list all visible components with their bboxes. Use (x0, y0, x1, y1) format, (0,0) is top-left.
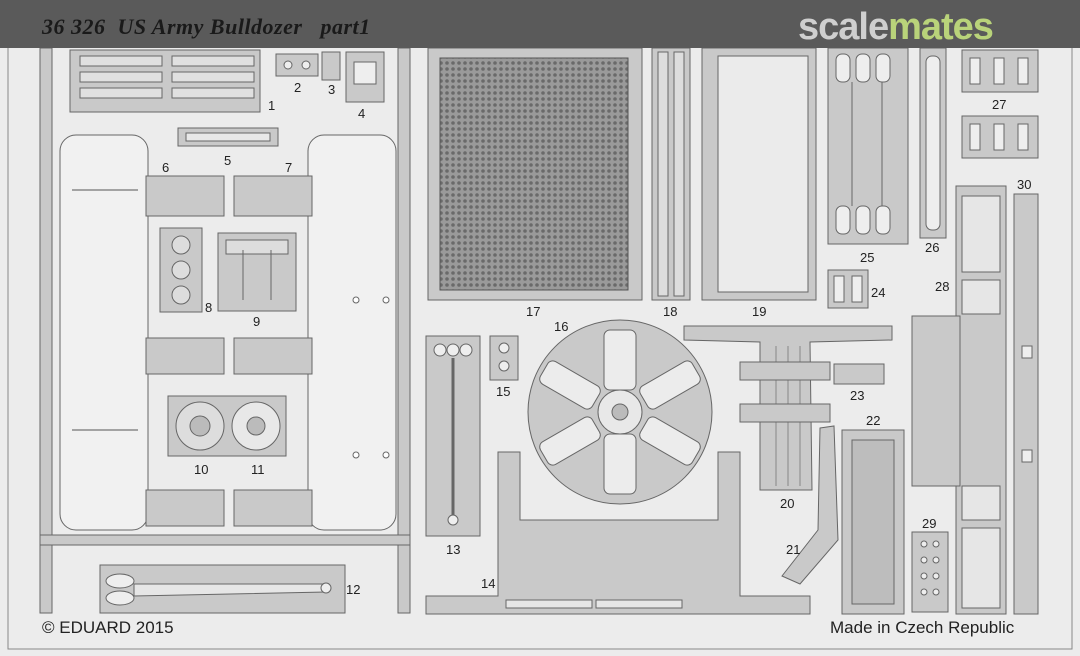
part-20 (683, 325, 893, 491)
part-2 (275, 53, 319, 77)
part-4 (345, 51, 385, 103)
part-16-fan (527, 319, 713, 505)
label-11: 11 (251, 462, 265, 477)
label-7: 7 (285, 160, 292, 175)
fret-rail-bottom (39, 534, 411, 546)
label-13: 13 (446, 542, 460, 557)
label-17: 17 (526, 304, 540, 319)
logo-text-mates: mates (888, 6, 994, 48)
logo-text-scale: scale (798, 6, 889, 48)
part-25 (827, 47, 909, 245)
part-12 (99, 564, 346, 614)
label-21: 21 (786, 542, 800, 557)
part-8 (159, 227, 203, 313)
label-16: 16 (554, 319, 568, 334)
part-11 (231, 401, 281, 451)
label-6: 6 (162, 160, 169, 175)
sheet-title: 36 326 US Army Bulldozer part1 (42, 14, 371, 39)
label-23: 23 (850, 388, 864, 403)
label-18: 18 (663, 304, 677, 319)
part-26 (919, 47, 947, 239)
large-panel-left (59, 134, 149, 531)
label-5: 5 (224, 153, 231, 168)
label-9: 9 (253, 314, 260, 329)
label-22: 22 (866, 413, 880, 428)
part-17-mesh-grille (427, 47, 643, 301)
label-4: 4 (358, 106, 365, 121)
part-19 (701, 47, 817, 301)
part-27 (961, 49, 1039, 159)
label-25: 25 (860, 250, 874, 265)
part-15 (489, 335, 519, 381)
label-30: 30 (1017, 177, 1031, 192)
label-29: 29 (922, 516, 936, 531)
part-7 (233, 175, 313, 217)
label-3: 3 (328, 82, 335, 97)
part-14 (425, 451, 811, 615)
label-27: 27 (992, 97, 1006, 112)
part-21 (781, 425, 839, 585)
part-6 (145, 175, 225, 217)
label-26: 26 (925, 240, 939, 255)
copyright-text: © EDUARD 2015 (42, 618, 174, 637)
part-23 (833, 363, 885, 385)
part-29 (911, 531, 949, 613)
label-2: 2 (294, 80, 301, 95)
part-24 (827, 269, 869, 309)
part-1 (69, 49, 261, 113)
label-12: 12 (346, 582, 360, 597)
part-9 (217, 232, 297, 312)
part-number-labels: 1 2 3 4 5 6 7 8 9 10 11 12 13 14 15 16 1… (162, 80, 1031, 597)
label-10: 10 (194, 462, 208, 477)
large-panel-right (307, 134, 397, 531)
label-15: 15 (496, 384, 510, 399)
label-28: 28 (935, 279, 949, 294)
label-1: 1 (268, 98, 275, 113)
label-24: 24 (871, 285, 885, 300)
part-28 (911, 185, 1007, 615)
label-19: 19 (752, 304, 766, 319)
part-18 (651, 47, 691, 301)
part-5 (177, 127, 279, 147)
label-8: 8 (205, 300, 212, 315)
fret-rail-left (39, 47, 53, 614)
label-20: 20 (780, 496, 794, 511)
header-bar (0, 0, 1080, 48)
part-30 (1013, 193, 1039, 615)
scalemates-logo: scalemates (798, 6, 994, 49)
part-22 (841, 429, 905, 615)
fret-rail-mid (397, 47, 411, 614)
label-14: 14 (481, 576, 495, 591)
origin-text: Made in Czech Republic (830, 618, 1015, 637)
part-3 (321, 51, 341, 81)
part-13 (425, 335, 481, 537)
